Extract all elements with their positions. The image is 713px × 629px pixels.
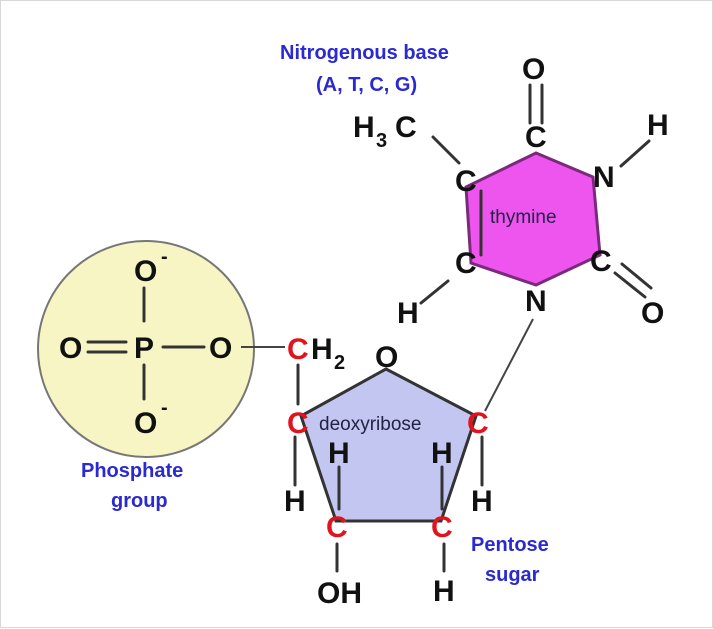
atom-c4: C bbox=[287, 407, 309, 440]
atom-ch3-c: C bbox=[395, 111, 417, 144]
bond-n-h bbox=[619, 139, 651, 168]
atom-c-top: C bbox=[525, 121, 547, 154]
bond-c1-n bbox=[484, 318, 534, 412]
atom-c-left-top: C bbox=[455, 165, 477, 198]
thymine-ring bbox=[464, 151, 602, 287]
charge-bottom: - bbox=[161, 397, 168, 419]
pentose-label: Pentose bbox=[471, 534, 549, 556]
phosphate-label: Phosphate bbox=[81, 460, 183, 482]
atom-p: P bbox=[134, 332, 154, 365]
atom-h-c3: H bbox=[328, 437, 350, 470]
atom-h3-subscript: 3 bbox=[376, 130, 387, 152]
atom-ch2-subscript: 2 bbox=[334, 352, 345, 374]
atom-c3: C bbox=[326, 511, 348, 544]
atom-c-right-bottom: C bbox=[590, 245, 612, 278]
atom-o-top: O bbox=[522, 53, 545, 86]
atom-o-phosphate-top: O bbox=[134, 255, 157, 288]
atom-o-phosphate-left: O bbox=[59, 332, 82, 365]
atom-o-phosphate-bottom: O bbox=[134, 407, 157, 440]
atom-h-n: H bbox=[647, 109, 669, 142]
deoxyribose-ring bbox=[299, 367, 478, 523]
nitrogenous-base-sublabel: (A, T, C, G) bbox=[316, 74, 417, 96]
charge-top: - bbox=[161, 246, 168, 268]
phosphate-circle bbox=[37, 240, 255, 458]
nitrogenous-base-label: Nitrogenous base bbox=[280, 42, 449, 64]
atom-n-right: N bbox=[593, 161, 615, 194]
atom-h-c2-down: H bbox=[433, 575, 455, 608]
atom-o-phosphate-right: O bbox=[209, 332, 232, 365]
thymine-label: thymine bbox=[490, 207, 557, 228]
phosphate-sublabel: group bbox=[111, 490, 168, 512]
atom-h-c4: H bbox=[284, 485, 306, 518]
pentose-sublabel: sugar bbox=[485, 564, 540, 586]
atom-h-c: H bbox=[397, 297, 419, 330]
bond-c2-o-double-2 bbox=[620, 262, 653, 290]
atom-ch2-h: H bbox=[311, 333, 333, 366]
bond-c-h bbox=[419, 279, 450, 305]
atom-h3: H bbox=[353, 111, 375, 144]
atom-o-ring: O bbox=[375, 341, 398, 374]
bond-c-ch3 bbox=[431, 135, 461, 165]
atom-h-c2-up: H bbox=[431, 437, 453, 470]
atom-c2: C bbox=[431, 511, 453, 544]
atom-oh: OH bbox=[317, 577, 362, 610]
atom-c5: C bbox=[287, 333, 309, 366]
atom-n-bottom: N bbox=[525, 285, 547, 318]
atom-c1: C bbox=[467, 407, 489, 440]
atom-c-left-bottom: C bbox=[455, 247, 477, 280]
bond-c2-o-double-1 bbox=[613, 271, 647, 299]
atom-o-right: O bbox=[641, 297, 664, 330]
deoxyribose-label: deoxyribose bbox=[319, 414, 421, 435]
atom-h-c1: H bbox=[471, 485, 493, 518]
